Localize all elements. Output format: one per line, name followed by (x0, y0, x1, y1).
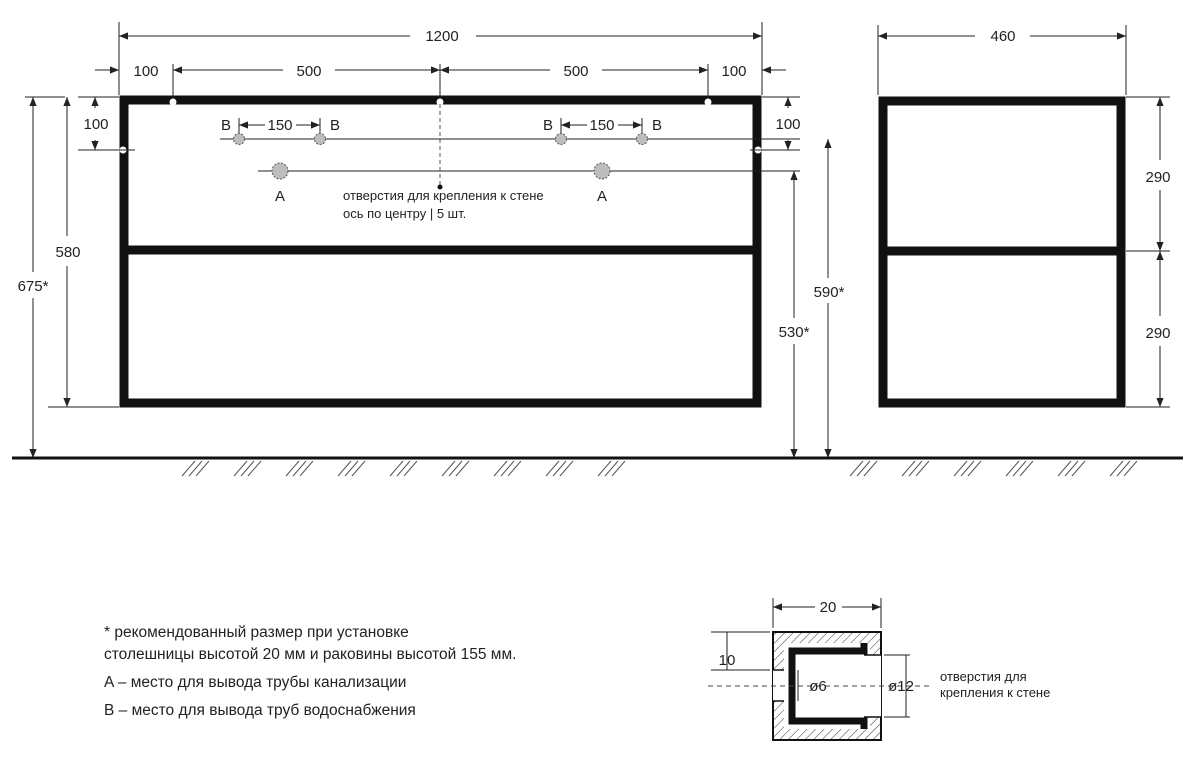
drain-hole-a (271, 162, 289, 180)
water-hole-b (233, 133, 245, 145)
asterisk-note-line2: столешницы высотой 20 мм и раковины высо… (104, 646, 517, 663)
dim-height-580: 580 (55, 244, 80, 261)
water-hole-b (636, 133, 648, 145)
dim-hole-offset-left: 100 (83, 116, 108, 133)
dim-height-530: 530* (779, 324, 810, 341)
dim-segment-center-left: 500 (296, 63, 321, 80)
dim-segment-left: 100 (133, 63, 158, 80)
hole-note-line2: ось по центру | 5 шт. (343, 206, 466, 221)
floor-line (12, 456, 1183, 477)
mount-hole (169, 98, 177, 106)
dim-segment-right: 100 (721, 63, 746, 80)
legend-a: A – место для вывода трубы канализации (104, 674, 407, 691)
profile-detail: 20 10 ø6 ø12 отверстия для крепления к с… (708, 598, 1050, 741)
front-view: 1200 100 500 500 100 отверстия для крепл… (18, 22, 845, 458)
side-view: 460 290 290 (877, 25, 1171, 408)
label-a: A (275, 188, 285, 205)
dim-side-depth: 460 (990, 28, 1015, 45)
dim-b-spacing-left: 150 (267, 117, 292, 134)
label-b: B (221, 117, 231, 134)
dim-profile-offset: 10 (719, 652, 736, 669)
dim-height-590: 590* (814, 284, 845, 301)
dim-side-lower: 290 (1145, 325, 1170, 342)
label-b: B (543, 117, 553, 134)
asterisk-note-line1: * рекомендованный размер при установке (104, 624, 409, 641)
notes-block: * рекомендованный размер при установке с… (104, 622, 516, 728)
label-b: B (330, 117, 340, 134)
water-hole-b (555, 133, 567, 145)
dim-height-675: 675* (18, 278, 49, 295)
dim-side-upper: 290 (1145, 169, 1170, 186)
legend-b: B – место для вывода труб водоснабжения (104, 702, 416, 719)
drain-hole-a (593, 162, 611, 180)
asterisk-note: * рекомендованный размер при установке с… (104, 622, 516, 666)
dim-hole-offset-right: 100 (775, 116, 800, 133)
dim-outer-hole: ø12 (888, 678, 914, 695)
label-a: A (597, 188, 607, 205)
label-b: B (652, 117, 662, 134)
mount-hole (704, 98, 712, 106)
dim-overall-width: 1200 (425, 28, 458, 45)
hole-note-line1: отверстия для крепления к стене (343, 188, 544, 203)
profile-note-line2: крепления к стене (940, 685, 1050, 700)
dim-inner-hole: ø6 (809, 678, 827, 695)
profile-note-line1: отверстия для (940, 669, 1027, 684)
water-hole-b (314, 133, 326, 145)
dim-b-spacing-right: 150 (589, 117, 614, 134)
dim-profile-width: 20 (820, 599, 837, 616)
dim-segment-center-right: 500 (563, 63, 588, 80)
